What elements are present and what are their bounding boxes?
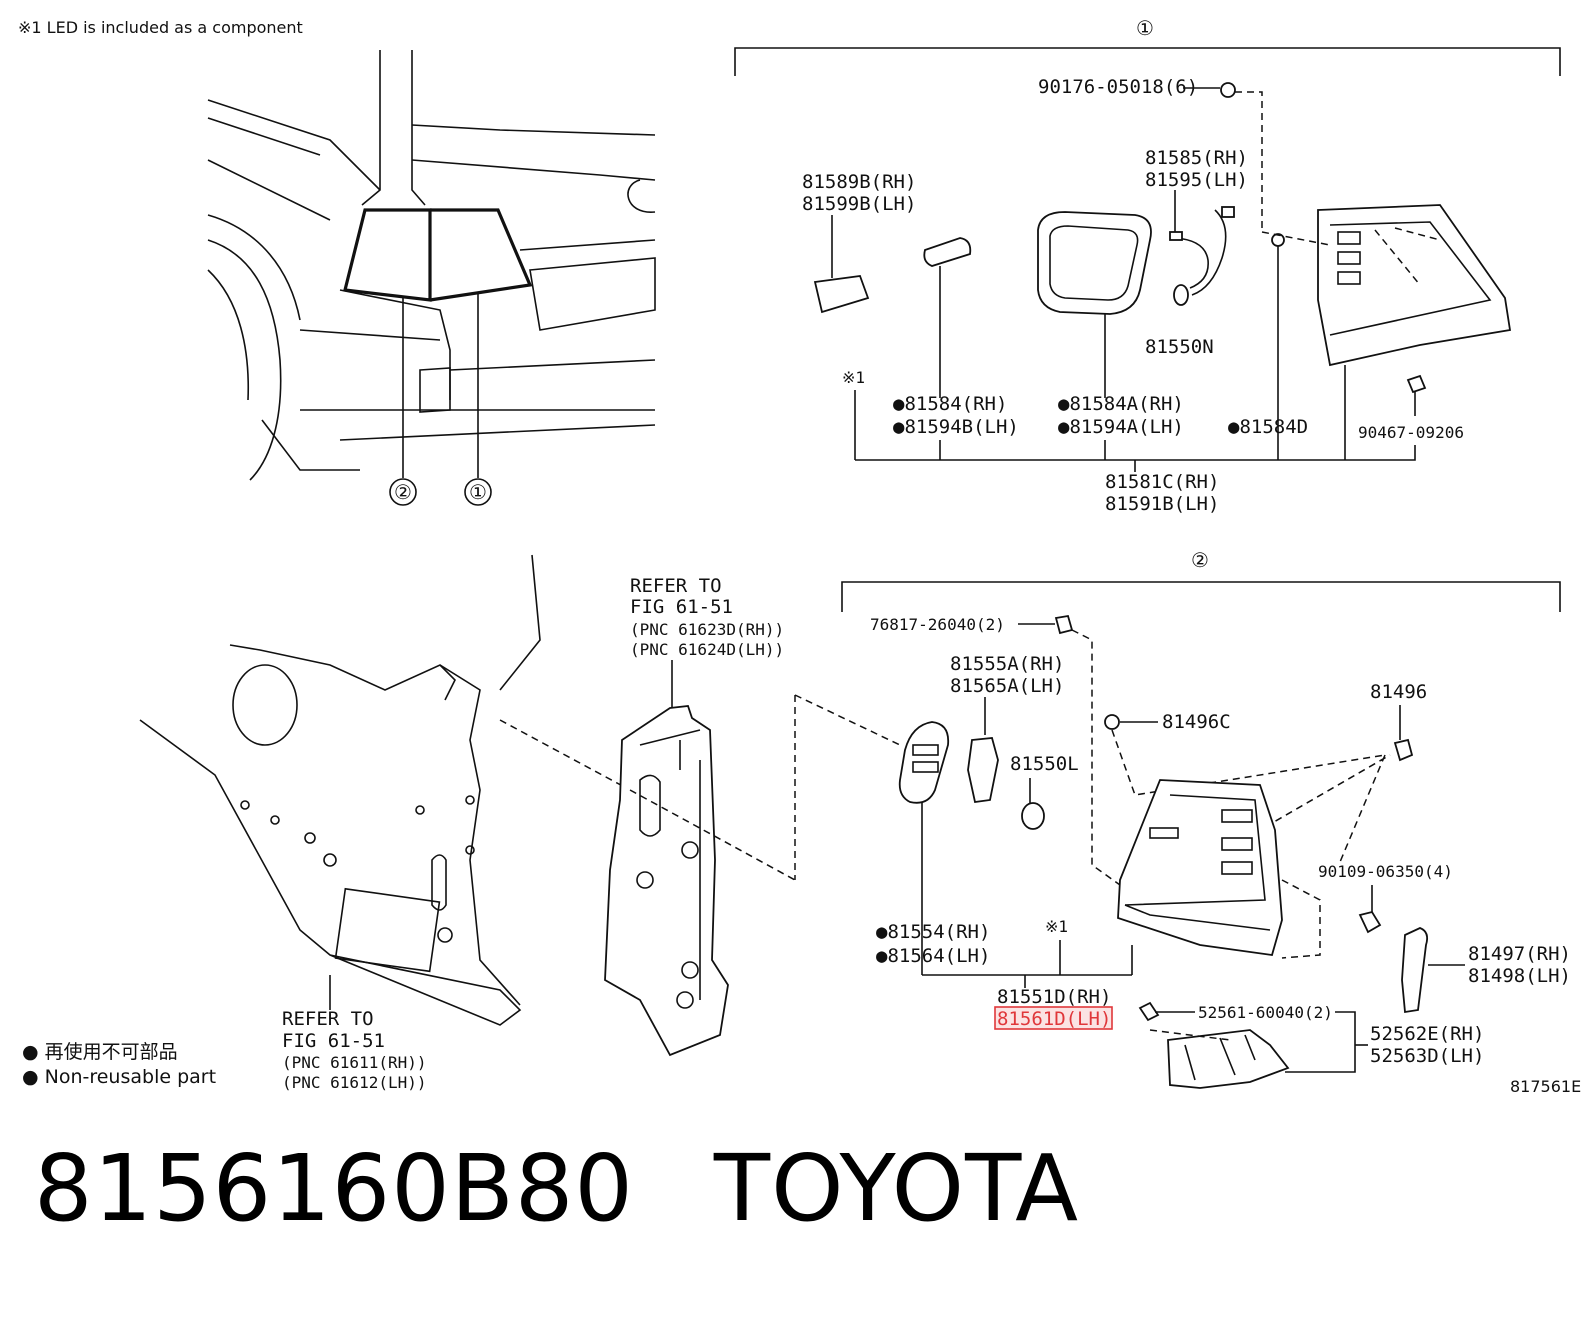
tail-lamp-icon <box>1117 779 1283 956</box>
label-81565a: 81565A(LH) <box>950 675 1064 697</box>
assembly-1-mark: ① <box>1136 16 1154 40</box>
part-number: 8156160B80 <box>34 1135 634 1242</box>
inner-panel-illustration <box>604 694 901 1057</box>
svg-text:②: ② <box>394 480 412 504</box>
callout-1-upper: ① <box>464 478 492 506</box>
label-81591b: 81591B(LH) <box>1105 493 1219 515</box>
label-81589b: 81589B(RH) <box>802 171 916 193</box>
led-mark-lower: ※1 <box>1045 917 1068 936</box>
label-81564: ●81564(LH) <box>876 945 990 967</box>
label-90109-06350: 90109-06350(4) <box>1318 862 1453 881</box>
connector-icon <box>1221 206 1235 218</box>
label-90176-05018: 90176-05018(6) <box>1038 76 1198 98</box>
screw-icon-52561 <box>1138 1001 1160 1022</box>
bulb-icon <box>1173 284 1189 306</box>
label-81551d: 81551D(RH) <box>997 986 1111 1008</box>
label-90467-09206: 90467-09206 <box>1358 423 1464 442</box>
label-81550l: 81550L <box>1010 753 1079 775</box>
refer-lower-line4: (PNC 61612(LH)) <box>282 1073 427 1092</box>
assembly-2-group: ② 76817-26040(2) 81555A(RH) 81565A(LH) 8… <box>841 548 1571 1089</box>
label-81554: ●81554(RH) <box>876 921 990 943</box>
brand-name: TOYOTA <box>713 1135 1080 1242</box>
label-81497: 81497(RH) <box>1468 943 1571 965</box>
refer-lower-line2: FIG 61-51 <box>282 1030 385 1052</box>
svg-text:①: ① <box>469 480 487 504</box>
screw-icon <box>1220 82 1236 98</box>
label-81496c: 81496C <box>1162 711 1231 733</box>
label-76817-26040: 76817-26040(2) <box>870 615 1005 634</box>
label-81581c: 81581C(RH) <box>1105 471 1219 493</box>
label-52562e: 52562E(RH) <box>1370 1023 1484 1045</box>
lens-cover-icon <box>923 237 972 267</box>
assembly-2-mark: ② <box>1191 548 1209 572</box>
gasket-icon <box>1037 211 1152 315</box>
label-52561-60040: 52561-60040(2) <box>1198 1003 1333 1022</box>
body-panel-illustration <box>139 554 631 1026</box>
refer-upper-line2: FIG 61-51 <box>630 596 733 618</box>
tail-lamp-housing-icon <box>1317 204 1512 367</box>
socket-wire-icon <box>967 737 999 804</box>
label-81584a: ●81584A(RH) <box>1058 393 1184 415</box>
legend-english: ● Non-reusable part <box>22 1066 216 1088</box>
car-rear-illustration <box>207 50 656 481</box>
socket-icon <box>1169 231 1183 241</box>
figure-code: 817561E <box>1510 1077 1581 1096</box>
label-81496: 81496 <box>1370 681 1427 703</box>
highlight-box <box>994 1006 1113 1030</box>
clip-icon-lower <box>1054 614 1074 635</box>
reflector-icon <box>1401 927 1429 1014</box>
label-81498: 81498(LH) <box>1468 965 1571 987</box>
bracket-part-icon <box>813 275 870 314</box>
led-mark-upper: ※1 <box>842 368 865 387</box>
bulb-icon-lower <box>1021 802 1045 830</box>
label-81555a: 81555A(RH) <box>950 653 1064 675</box>
nut-icon <box>1406 374 1427 394</box>
legend-japanese: ● 再使用不可部品 <box>22 1041 178 1063</box>
assembly-1-group: ① 90176-05018(6) 81589B(RH) 81599B(LH) 8… <box>734 16 1561 515</box>
nut-icon-81496c <box>1104 714 1120 730</box>
label-81594b: ●81594B(LH) <box>893 416 1019 438</box>
label-81595: 81595(LH) <box>1145 169 1248 191</box>
refer-upper-line1: REFER TO <box>630 575 722 597</box>
screw-icon-lower <box>1358 910 1382 934</box>
led-note: ※1 LED is included as a component <box>18 18 303 37</box>
label-81561d[interactable]: 81561D(LH) <box>997 1008 1111 1030</box>
label-81550n: 81550N <box>1145 336 1214 358</box>
label-81584d: ●81584D <box>1228 416 1308 438</box>
refer-upper-line3: (PNC 61623D(RH)) <box>630 620 784 639</box>
label-81594a: ●81594A(LH) <box>1058 416 1184 438</box>
label-81599b: 81599B(LH) <box>802 193 916 215</box>
refer-lower-line3: (PNC 61611(RH)) <box>282 1053 427 1072</box>
label-81584: ●81584(RH) <box>893 393 1007 415</box>
parts-diagram: ※1 LED is included as a component ② <box>18 16 1581 1096</box>
nut-icon-81496 <box>1393 738 1414 762</box>
refer-lower-line1: REFER TO <box>282 1008 374 1030</box>
callout-2-upper: ② <box>389 478 417 506</box>
label-81585: 81585(RH) <box>1145 147 1248 169</box>
label-52563d: 52563D(LH) <box>1370 1045 1484 1067</box>
refer-upper-line4: (PNC 61624D(LH)) <box>630 640 784 659</box>
part-number-footer: 8156160B80 TOYOTA <box>34 1135 1574 1265</box>
